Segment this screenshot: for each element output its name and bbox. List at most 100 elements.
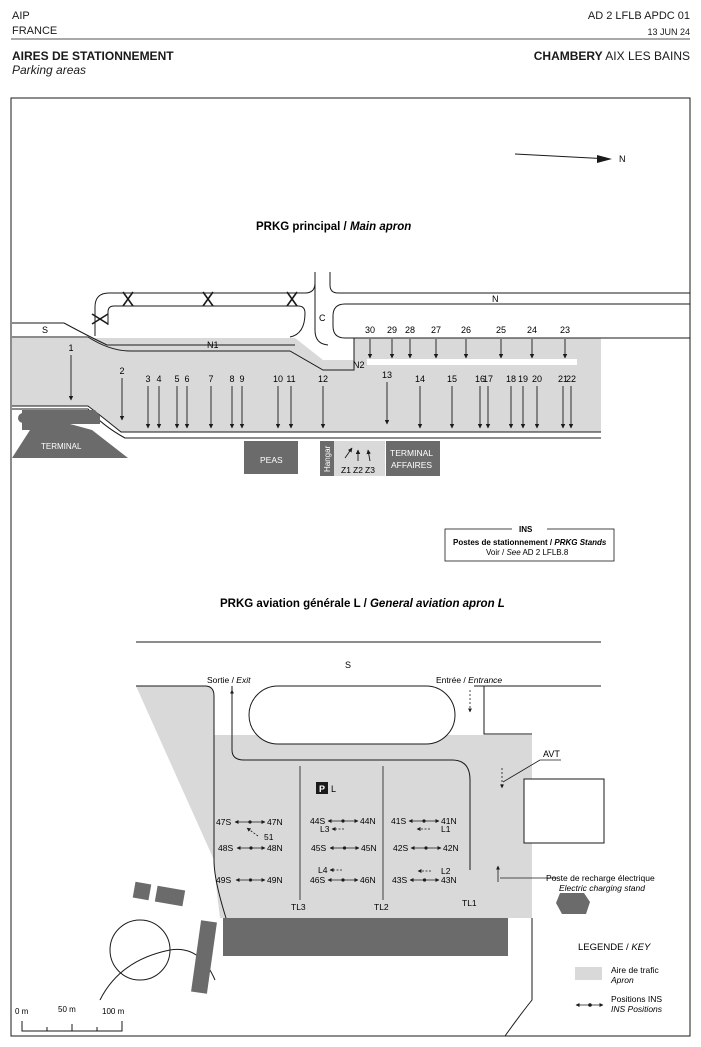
ga-stand-47S: 47S bbox=[216, 817, 231, 827]
taxiway-label-s: S bbox=[42, 325, 48, 335]
airport-name-rest: AIX LES BAINS bbox=[602, 49, 690, 63]
page-subtitle: Parking areas bbox=[12, 63, 87, 77]
hangar-label: Hangar bbox=[323, 445, 332, 472]
main-apron: S N1 N N2 C TERMINAL PEAS Hangar TERMINA… bbox=[12, 272, 690, 476]
main-apron-title-en: Main apron bbox=[350, 221, 411, 233]
ga-stand-44N: 44N bbox=[360, 816, 376, 826]
ga-stand-41S: 41S bbox=[391, 816, 406, 826]
stand-label-28: 28 bbox=[405, 325, 415, 335]
closed-markers bbox=[91, 291, 298, 325]
ga-hangar bbox=[223, 918, 508, 956]
stand-label-22: 22 bbox=[566, 374, 576, 384]
ga-apron: S Sortie / Exit Entrée / Entrance AVT P … bbox=[99, 641, 655, 1037]
ins-line1-fr: Postes de stationnement / bbox=[453, 538, 554, 547]
ga-stand-42N: 42N bbox=[443, 843, 459, 853]
legend-title: LEGENDE / KEY bbox=[578, 942, 651, 953]
exit-label-en: Exit bbox=[236, 675, 251, 685]
stand-label-14: 14 bbox=[415, 374, 425, 384]
ins-position-dot bbox=[249, 846, 253, 850]
heli-zone-arrow-Z3 bbox=[366, 449, 371, 462]
heli-zone-arrow-Z1 bbox=[344, 447, 353, 459]
ga-stand-45N: 45N bbox=[361, 843, 377, 853]
ga-taxiway-label-s: S bbox=[345, 660, 351, 670]
ins-position-dot bbox=[424, 846, 428, 850]
ins-position-dot bbox=[341, 819, 345, 823]
stand-label-23: 23 bbox=[560, 325, 570, 335]
scale-label-50: 50 m bbox=[58, 1005, 76, 1014]
ins-position-dot bbox=[248, 820, 252, 824]
parking-icon bbox=[316, 782, 328, 794]
ga-stand-43N: 43N bbox=[441, 875, 457, 885]
ga-stand-49N: 49N bbox=[267, 875, 283, 885]
page-title: AIRES DE STATIONNEMENT bbox=[12, 49, 174, 63]
stand-label-21: 21 bbox=[558, 374, 568, 384]
exit-label-fr: Sortie / bbox=[207, 675, 236, 685]
ga-stand-47N: 47N bbox=[267, 817, 283, 827]
ga-loop-island bbox=[248, 685, 456, 745]
taxiway-label-c: C bbox=[319, 313, 326, 323]
legend: LEGENDE / KEY Aire de trafic Apron Posit… bbox=[575, 942, 663, 1014]
ins-box-line1: Postes de stationnement / PRKG Stands bbox=[453, 538, 607, 547]
stand-label-9: 9 bbox=[239, 374, 244, 384]
ins-line2-fr: Voir / bbox=[486, 548, 506, 557]
ga-stand-43S: 43S bbox=[392, 875, 407, 885]
terminal-building bbox=[12, 410, 128, 458]
stand-label-17: 17 bbox=[483, 374, 493, 384]
ga-stand-44S: 44S bbox=[310, 816, 325, 826]
stand-label-13: 13 bbox=[382, 370, 392, 380]
airport-name-bold: CHAMBERY bbox=[533, 49, 603, 63]
stand-label-4: 4 bbox=[156, 374, 161, 384]
ins-position-dot bbox=[422, 819, 426, 823]
stand-label-7: 7 bbox=[208, 374, 213, 384]
airport-name: CHAMBERY AIX LES BAINS bbox=[534, 50, 690, 63]
charging-stand-icon bbox=[556, 893, 590, 914]
ins-position-dot bbox=[342, 846, 347, 850]
stand-label-3: 3 bbox=[145, 374, 150, 384]
lane-tl3: TL3 bbox=[291, 902, 306, 912]
lane-tl2: TL2 bbox=[374, 902, 389, 912]
legend-title-fr: LEGENDE / bbox=[578, 942, 631, 953]
north-label: N bbox=[619, 154, 626, 164]
legend-apron-swatch bbox=[575, 967, 602, 980]
entrance-label: Entrée / Entrance bbox=[436, 675, 502, 685]
stand-label-6: 6 bbox=[184, 374, 189, 384]
taxiway-label-n: N bbox=[492, 294, 499, 304]
main-apron-area bbox=[12, 338, 601, 432]
avt-label: AVT bbox=[543, 749, 560, 759]
heli-zone-label-Z3: Z3 bbox=[365, 465, 375, 475]
north-arrow-icon bbox=[514, 153, 612, 163]
stand-label-16: 16 bbox=[475, 374, 485, 384]
ins-line2-en: See bbox=[506, 548, 521, 557]
ga-stand-49S: 49S bbox=[216, 875, 231, 885]
stand-label-11: 11 bbox=[286, 374, 295, 384]
hangar-building bbox=[320, 441, 334, 476]
ga-building-outline bbox=[523, 778, 605, 844]
stand-label-29: 29 bbox=[387, 325, 397, 335]
terminal-affaires-building bbox=[386, 441, 440, 476]
terminal-label: TERMINAL bbox=[41, 442, 82, 451]
stand-label-2: 2 bbox=[119, 366, 124, 376]
scale-bar: 0 m 50 m 100 m bbox=[15, 1005, 125, 1032]
stand-label-1: 1 bbox=[68, 343, 73, 353]
stand-label-5: 5 bbox=[174, 374, 179, 384]
ga-stand-48S: 48S bbox=[218, 843, 233, 853]
charging-label-fr: Poste de recharge électrique bbox=[546, 873, 655, 883]
heli-zone-area bbox=[334, 441, 385, 476]
ga-stand-L1: L1 bbox=[441, 824, 451, 834]
stand-label-8: 8 bbox=[229, 374, 234, 384]
parking-symbol: P bbox=[319, 784, 325, 794]
stand-label-15: 15 bbox=[447, 374, 457, 384]
ga-stand-L2: L2 bbox=[441, 866, 451, 876]
stand-label-19: 19 bbox=[518, 374, 528, 384]
stand-label-20: 20 bbox=[532, 374, 542, 384]
heli-zone-label-Z2: Z2 bbox=[353, 465, 363, 475]
stand-label-12: 12 bbox=[318, 374, 328, 384]
ins-position-dot bbox=[422, 878, 427, 882]
peas-label: PEAS bbox=[260, 455, 283, 465]
peas-building bbox=[244, 441, 298, 474]
ga-stand-L4: L4 bbox=[318, 865, 328, 875]
terminal-affaires-label-1: TERMINAL bbox=[390, 448, 433, 458]
